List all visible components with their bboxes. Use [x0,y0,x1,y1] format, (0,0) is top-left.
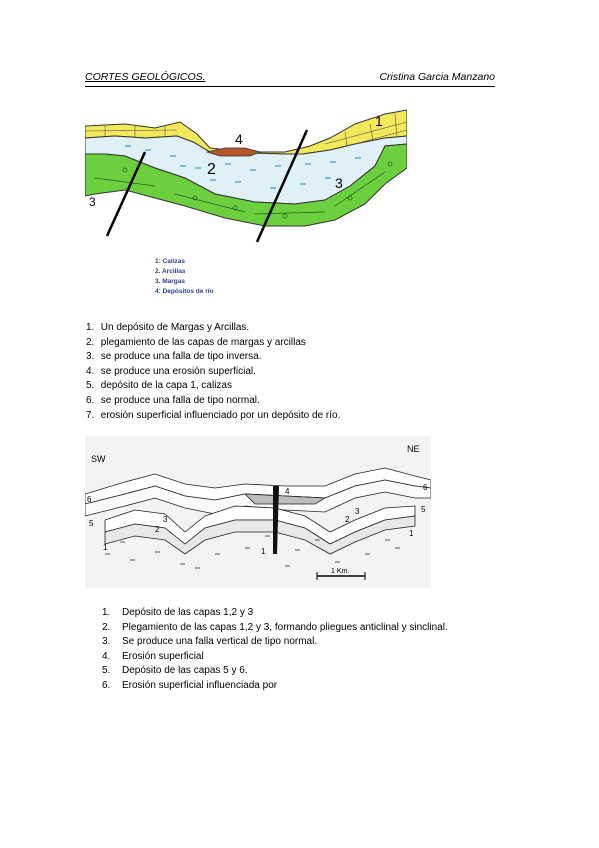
list-item: 3. se produce una falla de tipo inversa. [86,351,262,363]
label-2-right: 2 [345,515,350,524]
list-item: 7. erosión superficial influenciado por … [86,409,341,421]
list-item: 1.Depósito de las capas 1,2 y 3 [102,607,254,618]
document-title: CORTES GEOLÓGICOS. [85,71,206,83]
scale-label: 1 Km. [331,568,349,575]
label-1: 1 [375,113,383,129]
geological-section-figure-2: 1 Km. SW NE 6 5 1 2 3 4 1 2 3 6 5 1 [85,436,431,588]
list-item: 2.Plegamiento de las capas 1,2 y 3, form… [102,621,448,633]
fault-line-left [105,151,147,237]
legend-item: 2. Arcillas [155,268,186,275]
label-3-left: 3 [89,195,96,209]
steps-list-2: 1.Depósito de las capas 1,2 y 3 2.Plegam… [102,606,448,694]
figure1-legend: 1: Calizas 2. Arcillas 3. Margas 4: Depó… [155,257,214,297]
legend-item: 1: Calizas [155,258,185,265]
limestone-hatching [85,113,407,149]
marl-layer [85,143,407,227]
list-item: 6.Erosión superficial influenciada por [102,679,278,691]
label-6-left: 6 [87,495,92,504]
fault-line-right [255,129,309,243]
label-3-right: 3 [355,507,360,516]
page-header: CORTES GEOLÓGICOS. Cristina Garcia Manza… [85,70,495,87]
label-1-left: 1 [103,543,108,552]
list-item: 3.Se produce una falla vertical de tipo … [102,636,318,648]
marl-texture [94,161,393,219]
label-5-right: 5 [421,505,426,514]
layer-2 [104,515,416,555]
label-4: 4 [285,487,290,496]
vertical-fault [273,486,279,554]
list-item: 4.Erosión superficial [102,650,204,662]
label-6-right: 6 [423,483,428,492]
legend-item: 4: Depósitos de río [155,288,214,295]
author-name: Cristina Garcia Manzano [379,71,495,83]
label-sw: SW [91,454,106,464]
label-1-center: 1 [261,547,266,556]
label-3-left: 3 [163,515,168,524]
clay-texture [125,145,361,189]
steps-list-1: 1. Un depósito de Margas y Arcillas. 2. … [86,321,340,423]
list-item: 5.Depósito de las capas 5 y 6. [102,665,248,677]
list-item: 2. plegamiento de las capas de margas y … [86,336,306,348]
list-item: 6. se produce una falla de tipo normal. [86,394,260,406]
list-item: 1. Un depósito de Margas y Arcillas. [86,322,250,333]
label-5-left: 5 [89,519,94,528]
layer-1-texture [105,535,400,569]
label-4: 4 [235,131,243,147]
label-2-left: 2 [155,525,160,534]
legend-item: 3. Margas [155,278,185,285]
list-item: 5. depósito de la capa 1, calizas [86,380,232,392]
river-deposit [205,147,262,157]
list-item: 4. se produce una erosión superficial. [86,365,256,377]
label-ne: NE [407,444,420,454]
label-1-right: 1 [409,529,414,538]
label-2: 2 [207,161,216,178]
geological-section-figure-1: 1 2 3 3 4 [85,109,407,243]
label-3-right: 3 [335,175,343,191]
